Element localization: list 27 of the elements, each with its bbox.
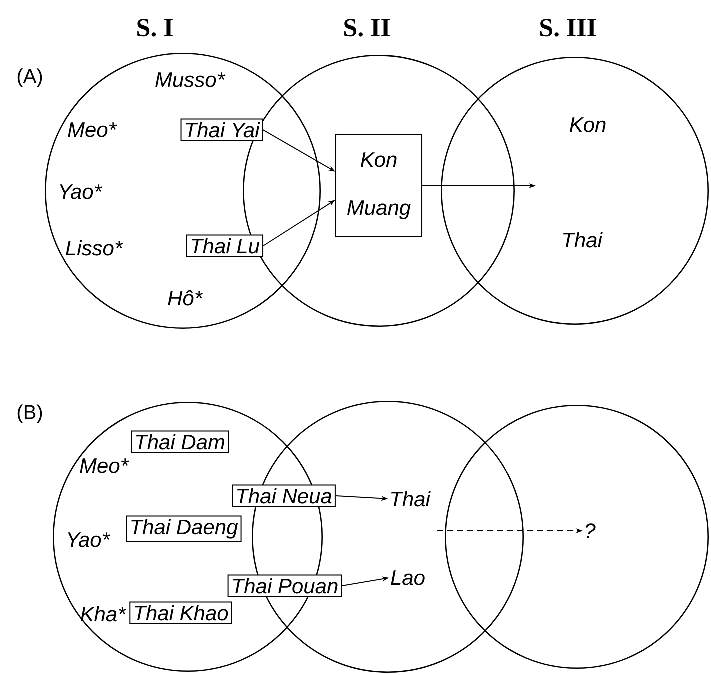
label-box: Thai Daeng (126, 516, 242, 542)
group-label: Kon (570, 118, 606, 132)
label-box: Thai Neua (232, 484, 336, 508)
group-label: Meo* (68, 122, 118, 138)
group-label: Musso* (156, 72, 226, 88)
group-label: Hô* (168, 290, 204, 306)
group-label: Yao* (60, 184, 103, 200)
circle-heading: S. I (138, 19, 173, 37)
circle-heading: S. III (540, 19, 596, 37)
term-label: Lao (391, 570, 425, 586)
label-box: Thai Khao (130, 602, 232, 624)
group-label: Yao* (68, 532, 111, 548)
panel-label: (A) (18, 68, 42, 88)
group-label: Kha* (80, 606, 126, 622)
term-label: Thai (391, 491, 431, 507)
label-box: Kon Muang (336, 134, 422, 238)
label-box: Thai Dam (131, 430, 230, 454)
panel-label: (B) (18, 404, 42, 424)
label-box: Thai Lu (186, 234, 264, 258)
label-box: Thai Pouan (228, 574, 342, 598)
group-label: Meo* (80, 458, 130, 474)
circle-heading: S. II (344, 19, 390, 37)
term-label: ? (586, 524, 596, 538)
label-box: Thai Yai (180, 118, 264, 142)
group-label: Lisso* (66, 240, 124, 256)
group-label: Thai (563, 232, 603, 248)
venn-circle (445, 405, 709, 669)
